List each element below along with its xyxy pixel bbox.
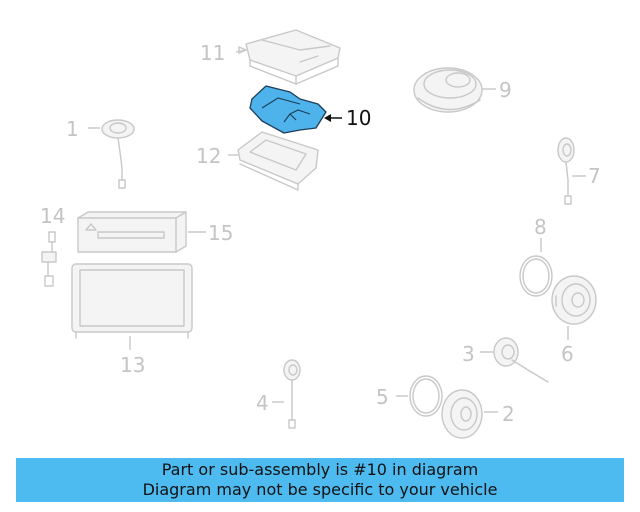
callout-15: 15 — [208, 221, 233, 245]
part-10-bracket — [249, 85, 327, 134]
callout-6: 6 — [561, 342, 574, 366]
part-4-tweeter — [283, 359, 301, 429]
part-14-connector — [41, 231, 57, 287]
part-6-door-speaker — [551, 275, 597, 325]
callout-8: 8 — [534, 215, 547, 239]
callout-11: 11 — [200, 41, 225, 65]
callout-4: 4 — [256, 391, 269, 415]
callout-5: 5 — [376, 385, 389, 409]
callout-3: 3 — [462, 342, 475, 366]
banner-line-2: Diagram may not be specific to your vehi… — [142, 480, 498, 499]
callout-2: 2 — [502, 402, 515, 426]
banner-line-1: Part or sub-assembly is #10 in diagram — [161, 460, 479, 479]
callout-12: 12 — [196, 144, 221, 168]
part-12-tray — [237, 131, 319, 191]
callout-14: 14 — [40, 204, 65, 228]
part-11-module-box — [245, 29, 341, 85]
callout-7: 7 — [588, 164, 601, 188]
part-3-tweeter — [493, 337, 549, 383]
part-13-display — [71, 263, 193, 339]
callout-10: 10 — [346, 106, 371, 130]
part-7-tweeter — [557, 137, 575, 205]
part-5-seal-ring — [409, 375, 443, 417]
part-8-seal-ring — [519, 255, 553, 297]
part-2-door-speaker — [441, 389, 483, 439]
callout-9: 9 — [499, 78, 512, 102]
callout-1: 1 — [66, 117, 79, 141]
info-banner: Part or sub-assembly is #10 in diagram D… — [16, 458, 624, 502]
part-9-subwoofer — [413, 67, 483, 113]
part-15-radio-unit — [77, 211, 187, 253]
callout-13: 13 — [120, 353, 145, 377]
part-1-tweeter — [101, 119, 135, 189]
